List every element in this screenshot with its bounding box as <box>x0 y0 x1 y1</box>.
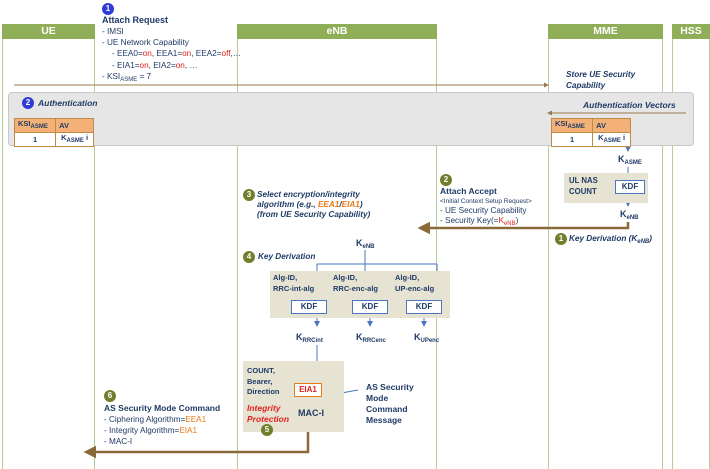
lane-mme <box>548 24 663 469</box>
mme-kenb: KeNB <box>620 209 639 221</box>
ul-nas-line2: COUNT <box>569 186 597 196</box>
authentication-label: Authentication <box>38 98 98 108</box>
ue-av-header: AV <box>55 118 94 133</box>
k-rrcint: KRRCint <box>296 332 323 344</box>
attach-request-title: Attach Request <box>102 15 169 25</box>
kdf-rrc-int: KDF <box>291 300 327 314</box>
eea0-value: on <box>142 49 152 58</box>
select-alg-line2: algorithm (e.g., EEA1/EIA1) <box>257 200 363 209</box>
eea0-label: - EEA0= <box>112 49 143 58</box>
attach-request-imsi: - IMSI <box>102 27 124 36</box>
ue-ksi-value: 1 <box>13 132 57 147</box>
mac-i-output: MAC-I <box>298 408 324 418</box>
lane-mme-header: MME <box>548 24 663 39</box>
eia2-label: , EIA2= <box>148 61 176 70</box>
step-3-badge: 3 <box>243 189 255 201</box>
eea2-value: off <box>221 49 231 58</box>
ul-nas-count: UL NAS COUNT <box>569 176 598 197</box>
as-cmd-integrity: - Integrity Algorithm=EIA1 <box>104 426 198 435</box>
lane-hss-header: HSS <box>672 24 710 39</box>
auth-badge: 2 <box>22 97 34 109</box>
attach-request-ue-cap: - UE Network Capability <box>102 38 189 47</box>
eea1-value: on <box>182 49 192 58</box>
ksi-label: - KSI <box>102 72 121 81</box>
attach-request-eea: - EEA0=on, EEA1=on, EEA2=off,… <box>112 49 241 60</box>
ksi-sub: ASME <box>120 77 138 83</box>
attach-request-ksi: - KSIASME = 7 <box>102 72 151 86</box>
kdf-up-enc: KDF <box>406 300 442 314</box>
attach-accept-title: Attach Accept <box>440 186 497 196</box>
ue-ksi-header: KSIASME <box>13 118 57 133</box>
lane-ue-header: UE <box>2 24 95 39</box>
enb-kenb: KeNB <box>356 238 375 250</box>
mme-store-capability: Store UE Security Capability <box>566 70 635 91</box>
kdf-rrc-int-label: Alg-ID,RRC-int-alg <box>273 273 315 293</box>
step-6-badge: 6 <box>104 390 116 402</box>
mme-ksi-header: KSIASME <box>550 118 594 133</box>
eia1-value: on <box>139 61 149 70</box>
mme-kdf: KDF <box>615 180 645 194</box>
select-alg-line1: Select encryption/integrity <box>257 190 360 199</box>
attach-accept-sub: <Initial Context Setup Request> <box>440 198 532 205</box>
attach-accept-key: - Security Key(=KeNB) <box>440 216 519 227</box>
lane-ue <box>2 24 95 469</box>
key-derivation-mme: Key Derivation (KeNB) <box>569 234 652 245</box>
mme-av-header: AV <box>592 118 631 133</box>
eia-more: , … <box>184 61 198 70</box>
kd-mme-badge: 1 <box>555 233 567 245</box>
step-1-badge: 1 <box>102 3 114 15</box>
mme-ksi-value: 1 <box>550 132 594 147</box>
lane-enb <box>237 24 437 469</box>
step-5-badge: 5 <box>261 424 273 436</box>
eea1-label: , EEA1= <box>151 49 183 58</box>
key-derivation-enb-label: Key Derivation <box>258 252 316 261</box>
eea2-label: , EEA2= <box>191 49 222 58</box>
integrity-box <box>243 361 344 432</box>
ksi-value: = 7 <box>137 72 152 81</box>
lane-enb-header: eNB <box>237 24 437 39</box>
kdf-up-enc-label: Alg-ID,UP-enc-alg <box>395 273 435 293</box>
as-cmd-maci: - MAC-I <box>104 437 133 446</box>
eia2-value: on <box>175 61 185 70</box>
mme-store-line1: Store UE Security <box>566 70 636 79</box>
k-rrcenc: KRRCenc <box>356 332 386 344</box>
mme-store-line2: Capability <box>566 80 606 90</box>
ue-av-value: KASME i <box>55 132 94 147</box>
eia1-label: - EIA1= <box>112 61 140 70</box>
eea-more: ,… <box>230 49 241 58</box>
attach-accept-badge: 2 <box>440 174 452 186</box>
as-cmd-title: AS Security Mode Command <box>104 403 221 413</box>
k-upenc: KUPenc <box>414 332 440 344</box>
integrity-inputs: COUNT,Bearer,Direction <box>247 366 280 396</box>
mme-kasme: KASME <box>618 154 642 166</box>
attach-request-eia: - EIA1=on, EIA2=on, … <box>112 61 198 72</box>
ul-nas-line1: UL NAS <box>569 176 598 185</box>
kdf-rrc-enc-label: Alg-ID,RRC-enc-alg <box>333 273 379 293</box>
kdf-rrc-enc: KDF <box>352 300 388 314</box>
mme-av-value: KASME i <box>592 132 631 147</box>
authentication-vectors-label: Authentication Vectors <box>583 100 676 110</box>
select-alg-line3: (from UE Security Capability) <box>257 210 371 219</box>
attach-accept-cap: - UE Security Capability <box>440 206 527 215</box>
as-cmd-ciphering: - Ciphering Algorithm=EEA1 <box>104 415 207 424</box>
eia1-function: EIA1 <box>294 383 322 397</box>
step-4-badge: 4 <box>243 251 255 263</box>
